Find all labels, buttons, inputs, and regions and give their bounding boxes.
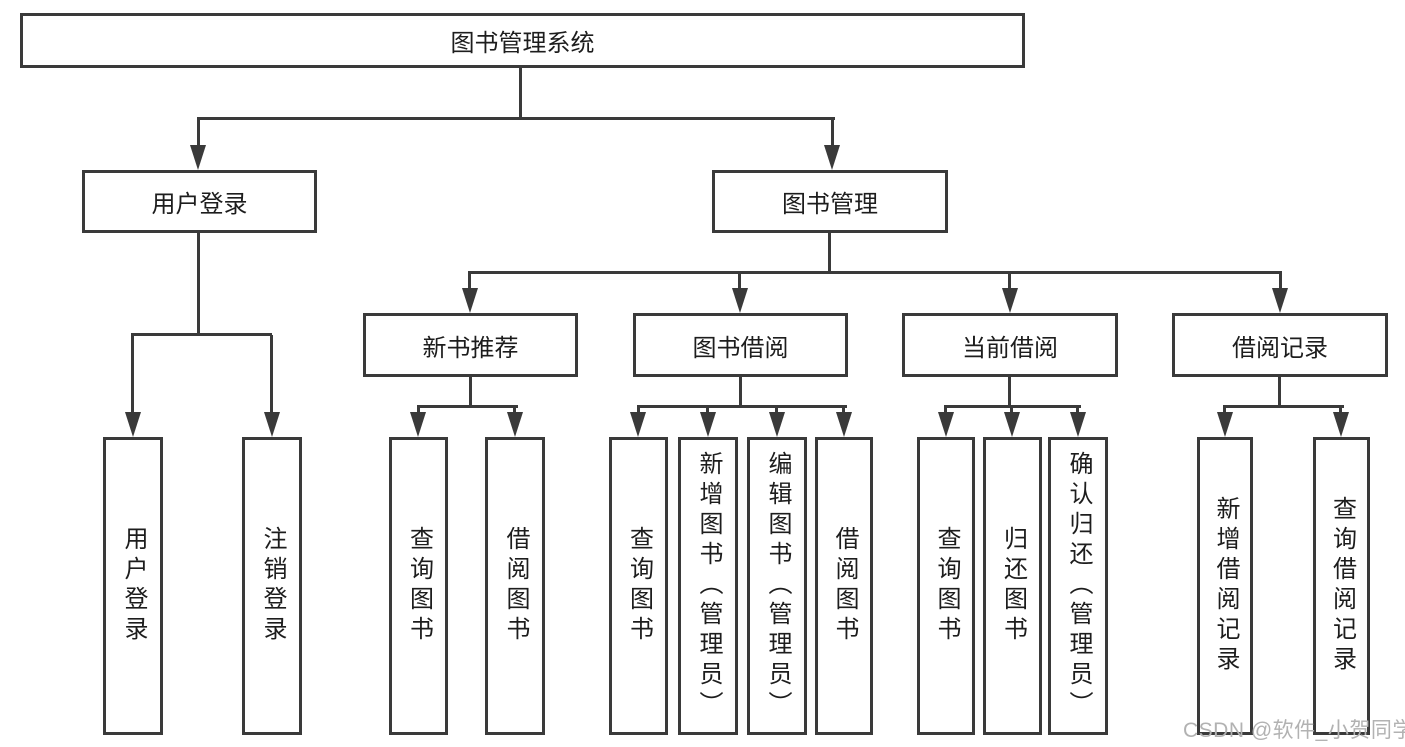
node-borrowing-records: 借阅记录 bbox=[1172, 313, 1388, 377]
connector-line bbox=[706, 407, 709, 415]
connector-line bbox=[944, 405, 1081, 408]
node-book-management: 图书管理 bbox=[712, 170, 948, 233]
connector-line bbox=[738, 273, 741, 291]
leaf-label: 查询借阅记录 bbox=[1328, 496, 1356, 676]
leaf-query-borrow-record: 查询借阅记录 bbox=[1313, 437, 1370, 735]
arrowhead-down bbox=[1217, 412, 1233, 437]
node-book-borrowing: 图书借阅 bbox=[633, 313, 848, 377]
connector-line bbox=[944, 407, 947, 415]
arrowhead-down bbox=[836, 412, 852, 437]
connector-line bbox=[417, 407, 420, 415]
connector-line bbox=[519, 68, 522, 120]
leaf-label: 新增借阅记录 bbox=[1212, 496, 1239, 676]
arrowhead-down bbox=[507, 412, 523, 437]
leaf-label: 确认归还（管理员） bbox=[1065, 451, 1092, 721]
connector-line bbox=[739, 377, 742, 408]
connector-line bbox=[468, 271, 1282, 274]
leaf-label: 用户登录 bbox=[120, 526, 147, 646]
connector-line bbox=[637, 405, 847, 408]
node-current-borrowing: 当前借阅 bbox=[902, 313, 1118, 377]
leaf-label: 查询图书 bbox=[933, 526, 960, 646]
arrowhead-down bbox=[769, 412, 785, 437]
leaf-label: 查询图书 bbox=[405, 526, 433, 646]
node-label: 用户登录 bbox=[151, 191, 248, 218]
connector-line bbox=[1279, 273, 1282, 291]
connector-line bbox=[637, 407, 640, 415]
node-label: 图书借阅 bbox=[692, 334, 789, 362]
leaf-label: 借阅图书 bbox=[502, 526, 529, 646]
leaf-user-login: 用户登录 bbox=[103, 437, 163, 735]
arrowhead-down bbox=[700, 412, 716, 437]
leaf-label: 借阅图书 bbox=[831, 526, 858, 646]
node-label: 新书推荐 bbox=[422, 334, 519, 362]
leaf-label: 查询图书 bbox=[625, 526, 653, 646]
leaf-label: 编辑图书（管理员） bbox=[764, 451, 791, 721]
connector-line bbox=[828, 233, 831, 274]
node-root-system: 图书管理系统 bbox=[20, 13, 1025, 68]
node-user-login: 用户登录 bbox=[82, 170, 317, 233]
connector-line bbox=[1278, 377, 1281, 408]
leaf-label: 新增图书（管理员） bbox=[695, 451, 722, 721]
connector-line bbox=[1076, 407, 1079, 415]
connector-line bbox=[468, 273, 471, 291]
connector-line bbox=[1223, 407, 1226, 415]
connector-line bbox=[131, 333, 272, 336]
arrowhead-down bbox=[410, 412, 426, 437]
connector-line bbox=[197, 233, 200, 336]
connector-line bbox=[197, 119, 200, 149]
connector-line bbox=[775, 407, 778, 415]
arrowhead-down bbox=[630, 412, 646, 437]
connector-line bbox=[270, 335, 273, 415]
leaf-edit-book-admin: 编辑图书（管理员） bbox=[747, 437, 807, 735]
leaf-label: 归还图书 bbox=[999, 526, 1027, 646]
connector-line bbox=[513, 407, 516, 415]
leaf-confirm-return-admin: 确认归还（管理员） bbox=[1048, 437, 1108, 735]
leaf-borrow-books-1: 借阅图书 bbox=[485, 437, 545, 735]
arrowhead-down bbox=[1333, 412, 1349, 437]
connector-line bbox=[197, 117, 835, 120]
csdn-watermark: CSDN @软件_小贺同学 bbox=[1183, 719, 1405, 742]
connector-line bbox=[1010, 407, 1013, 415]
leaf-add-borrow-record: 新增借阅记录 bbox=[1197, 437, 1253, 735]
node-label: 当前借阅 bbox=[962, 334, 1058, 362]
arrowhead-down bbox=[1002, 288, 1018, 313]
arrowhead-down bbox=[125, 412, 141, 437]
node-label: 借阅记录 bbox=[1232, 334, 1328, 362]
arrowhead-down bbox=[190, 145, 206, 170]
leaf-label: 注销登录 bbox=[259, 526, 286, 646]
leaf-query-books-1: 查询图书 bbox=[389, 437, 448, 735]
arrowhead-down bbox=[732, 288, 748, 313]
connector-line bbox=[831, 119, 834, 149]
arrowhead-down bbox=[264, 412, 280, 437]
connector-line bbox=[417, 405, 518, 408]
leaf-query-books-2: 查询图书 bbox=[609, 437, 668, 735]
leaf-add-book-admin: 新增图书（管理员） bbox=[678, 437, 738, 735]
connector-line bbox=[469, 377, 472, 408]
arrowhead-down bbox=[462, 288, 478, 313]
arrowhead-down bbox=[1004, 412, 1020, 437]
connector-line bbox=[1339, 407, 1342, 415]
leaf-borrow-books-2: 借阅图书 bbox=[815, 437, 873, 735]
leaf-logout: 注销登录 bbox=[242, 437, 302, 735]
connector-line bbox=[1223, 405, 1344, 408]
arrowhead-down bbox=[1272, 288, 1288, 313]
leaf-return-books: 归还图书 bbox=[983, 437, 1042, 735]
arrowhead-down bbox=[824, 145, 840, 170]
connector-line bbox=[131, 335, 134, 415]
arrowhead-down bbox=[1070, 412, 1086, 437]
node-new-book-recommend: 新书推荐 bbox=[363, 313, 578, 377]
connector-line bbox=[1008, 377, 1011, 408]
node-label: 图书管理系统 bbox=[450, 30, 595, 57]
connector-line bbox=[1008, 273, 1011, 291]
node-label: 图书管理 bbox=[782, 191, 878, 218]
connector-line bbox=[842, 407, 845, 415]
arrowhead-down bbox=[938, 412, 954, 437]
leaf-query-books-3: 查询图书 bbox=[917, 437, 975, 735]
